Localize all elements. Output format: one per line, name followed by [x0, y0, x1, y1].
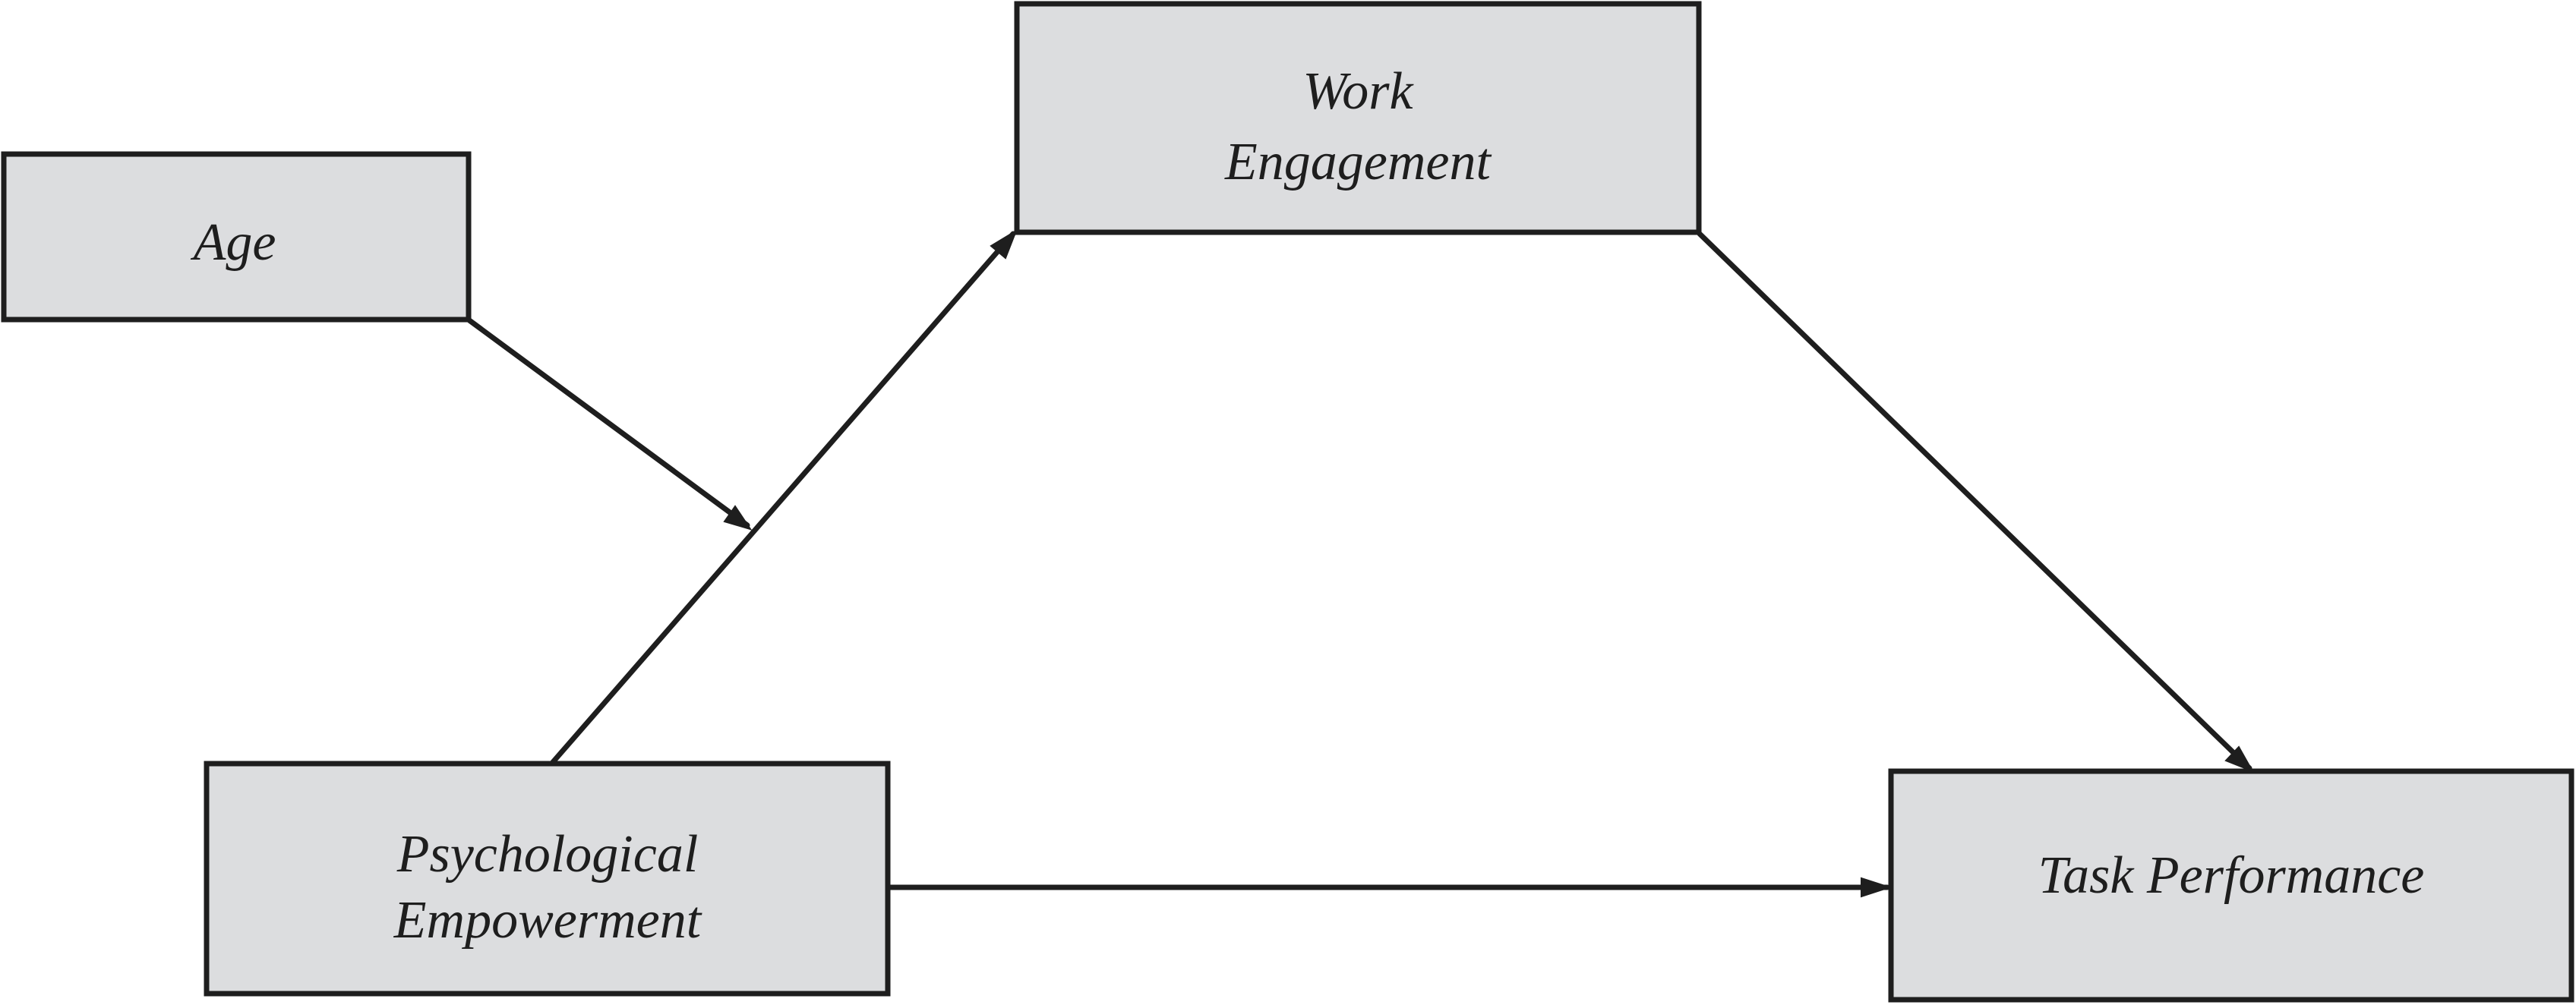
node-task-performance-box — [1888, 768, 2574, 1003]
node-age: Age — [1, 151, 472, 323]
edge-age-to-path — [466, 317, 750, 528]
edge-empowerment-to-engagement — [550, 231, 1016, 765]
node-psychological-empowerment-label-line-1: Psychological — [396, 825, 699, 884]
node-work-engagement: Work Engagement — [1014, 1, 1702, 235]
edge-engagement-to-performance — [1697, 231, 2252, 771]
arrowheads — [723, 228, 2255, 898]
node-work-engagement-label-line-1: Work — [1302, 62, 1414, 121]
arrowhead-empowerment-to-performance — [1861, 877, 1893, 898]
node-psychological-empowerment-label-line-2: Empowerment — [393, 891, 702, 950]
node-age-box — [1, 151, 472, 323]
node-age-label: Age — [191, 213, 276, 272]
node-task-performance-label: Task Performance — [2038, 846, 2425, 905]
arrowhead-age-to-path — [723, 505, 753, 531]
edges — [466, 231, 2252, 890]
node-work-engagement-label-line-2: Engagement — [1224, 133, 1492, 191]
arrowhead-empowerment-to-engagement — [990, 228, 1018, 260]
node-task-performance: Task Performance — [1888, 768, 2574, 1003]
node-psychological-empowerment: Psychological Empowerment — [204, 761, 891, 997]
node-work-engagement-box — [1014, 1, 1702, 235]
node-psychological-empowerment-box — [204, 761, 891, 997]
arrowhead-engagement-to-performance — [2224, 745, 2255, 773]
